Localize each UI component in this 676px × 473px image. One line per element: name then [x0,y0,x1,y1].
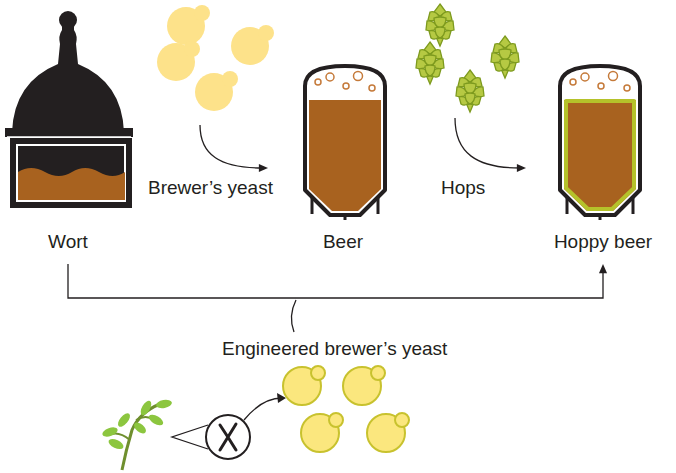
stage-label: Wort [48,230,88,254]
edge-label: Brewer’s yeast [148,176,273,200]
stage-label: Beer [323,230,363,254]
flow-arrow [68,264,607,298]
illustrated-stage: Wort [5,5,200,262]
flow-arrow [455,118,526,172]
edge-label: Hops [441,176,485,200]
flow-arrow [200,125,268,172]
edge-label: Engineered brewer’s yeast [222,337,447,361]
illustrated-stage: Beer [270,5,455,262]
illustrated-stage: Hoppy beer [528,5,663,262]
stage-label: Hoppy beer [554,230,652,254]
